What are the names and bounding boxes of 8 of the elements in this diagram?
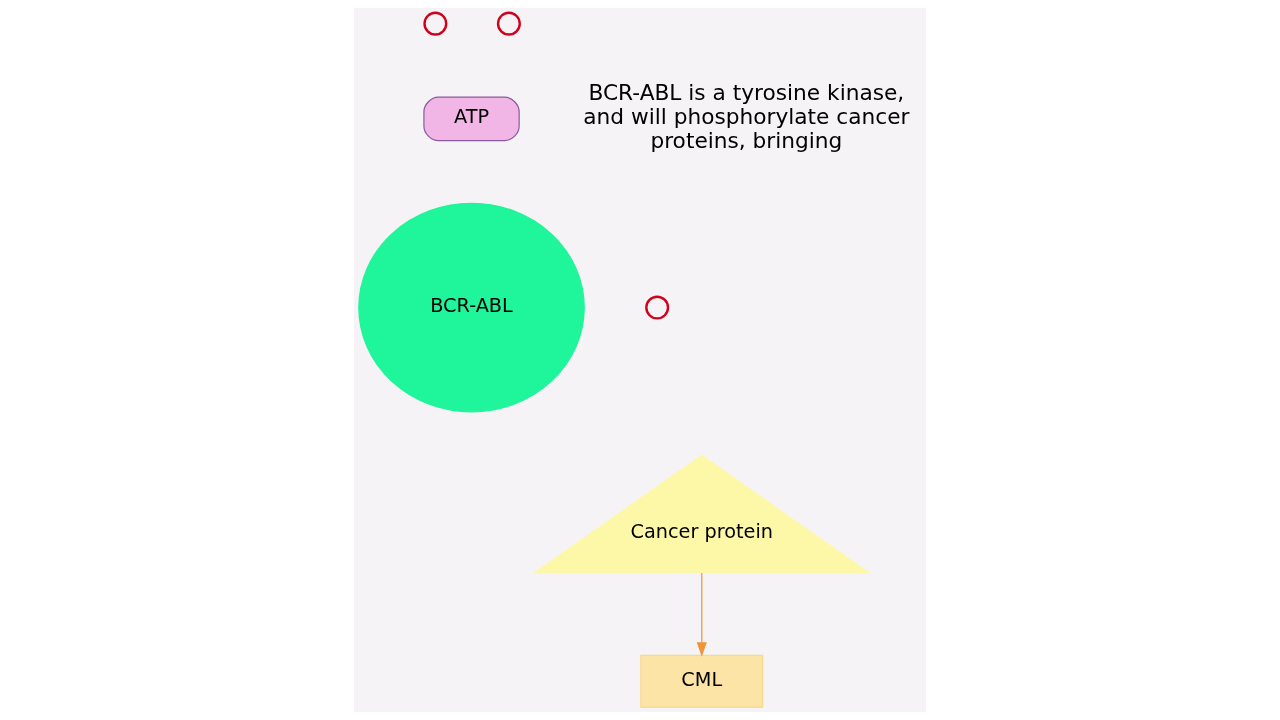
node-pin [423,11,448,36]
label: BCR-ABL is a tyrosine kinase, and will phosphorylate cancer proteins, bringing [583,80,910,154]
node-box: CML [640,654,764,708]
node-pin [496,11,521,36]
node-circle: BCR-ABL [358,202,585,413]
node-box: ATP [423,96,520,142]
node-pin [645,295,670,320]
arrow [696,572,707,657]
